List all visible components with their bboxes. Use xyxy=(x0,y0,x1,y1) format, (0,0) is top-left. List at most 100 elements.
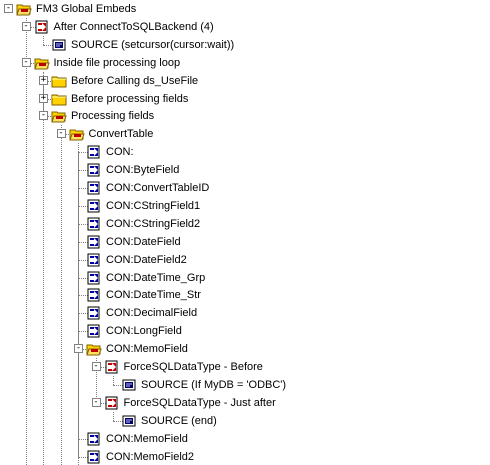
tree-node-label[interactable]: ForceSQLDataType - Just after xyxy=(123,396,276,409)
tree-branch-line xyxy=(25,26,36,28)
tree-node-label[interactable]: CON: xyxy=(106,146,134,159)
tree-node-label[interactable]: SOURCE (If MyDB = 'ODBC') xyxy=(141,378,287,391)
tree-node-label[interactable]: CON:MemoField xyxy=(106,343,188,356)
tree-node[interactable]: CON:DateTime_Str xyxy=(0,286,490,304)
tree-node-label[interactable]: CON:MemoField xyxy=(106,432,188,445)
embed-point-blue-arrow-icon xyxy=(86,162,102,178)
embed-point-blue-arrow-icon xyxy=(86,216,102,232)
tree-trunk-line xyxy=(25,27,27,465)
tree-branch-line xyxy=(78,188,88,189)
tree-trunk-line xyxy=(60,135,62,465)
tree-node[interactable]: + Before processing fields xyxy=(0,90,490,108)
tree-branch-line xyxy=(43,98,53,100)
tree-node-label[interactable]: CON:DateField xyxy=(106,235,181,248)
tree-node-label[interactable]: CON:DateTime_Str xyxy=(106,289,201,302)
tree-node-label[interactable]: CON:ConvertTableID xyxy=(106,182,210,194)
tree-node[interactable]: - CON:MemoField xyxy=(0,340,490,358)
tree-node-label[interactable]: Processing fields xyxy=(71,110,155,123)
tree-node[interactable]: CON:CStringField2 xyxy=(0,215,490,233)
folder-closed-icon xyxy=(51,91,67,107)
tree-node-label[interactable]: ConvertTable xyxy=(88,128,154,141)
tree-node[interactable]: SOURCE (end) xyxy=(0,412,490,430)
tree-branch-line xyxy=(78,277,88,279)
tree-node-label[interactable]: CON:LongField xyxy=(106,325,182,338)
tree-branch-line xyxy=(95,402,106,404)
tree-connector-line xyxy=(43,35,44,45)
embed-point-blue-arrow-icon xyxy=(86,323,102,339)
tree-branch-line xyxy=(95,367,106,368)
tree-branch-line xyxy=(43,80,53,82)
tree-node[interactable]: - Processing fields xyxy=(0,107,490,125)
tree-branch-line xyxy=(43,116,53,118)
tree-node-label[interactable]: ForceSQLDataType - Before xyxy=(123,361,263,373)
tree-branch-line xyxy=(78,331,88,333)
collapse-toggle-icon[interactable]: - xyxy=(74,343,83,354)
tree-branch-line xyxy=(78,205,88,207)
tree-node[interactable]: - ForceSQLDataType - Just after xyxy=(0,394,490,412)
tree-node-label[interactable]: CON:DateTime_Grp xyxy=(106,271,206,284)
tree-node[interactable]: CON:DecimalField xyxy=(0,304,490,322)
collapse-toggle-icon[interactable]: - xyxy=(91,361,101,371)
tree-branch-line xyxy=(113,420,123,422)
tree-node-label[interactable]: CON:CStringField1 xyxy=(106,199,201,212)
source-code-icon xyxy=(121,377,137,393)
embed-point-arrow-icon xyxy=(104,395,120,411)
tree-node-label[interactable]: SOURCE (end) xyxy=(141,414,217,427)
tree-node[interactable]: - After ConnectToSQLBackend (4) xyxy=(0,18,490,36)
collapse-toggle-icon[interactable]: - xyxy=(21,20,31,31)
expand-toggle-icon[interactable]: + xyxy=(39,74,48,85)
tree-node[interactable]: CON:MemoField xyxy=(0,430,490,448)
tree-node[interactable]: + Before Calling ds_UseFile xyxy=(0,72,490,90)
embed-point-blue-arrow-icon xyxy=(86,449,102,465)
tree-branch-line xyxy=(78,295,88,297)
tree-trunk-line xyxy=(78,153,79,465)
collapse-toggle-icon[interactable]: - xyxy=(91,396,101,407)
tree-node[interactable]: CON:CStringField1 xyxy=(0,197,490,215)
tree-node-label[interactable]: Before Calling ds_UseFile xyxy=(71,74,199,87)
tree-connector-line xyxy=(95,358,97,403)
collapse-toggle-icon[interactable]: - xyxy=(56,128,66,139)
tree-node-label[interactable]: CON:DateField2 xyxy=(106,253,187,266)
tree-branch-line xyxy=(60,134,71,136)
embed-point-arrow-icon xyxy=(34,19,50,35)
tree-node-label[interactable]: CON:DecimalField xyxy=(106,307,198,320)
embed-point-arrow-icon xyxy=(104,359,120,375)
tree-node[interactable]: - ConvertTable xyxy=(0,125,490,143)
tree-node[interactable]: CON:MemoField2 xyxy=(0,448,490,465)
tree-node[interactable]: CON:ByteField xyxy=(0,161,490,179)
tree-node[interactable]: CON: xyxy=(0,143,490,161)
tree-branch-line xyxy=(113,384,123,386)
tree-node-label[interactable]: Before processing fields xyxy=(71,92,189,105)
tree-node[interactable]: - FM3 Global Embeds xyxy=(0,0,490,18)
tree-node[interactable]: CON:DateField2 xyxy=(0,251,490,269)
tree-branch-line xyxy=(78,170,88,172)
tree-node[interactable]: CON:LongField xyxy=(0,322,490,340)
tree-node[interactable]: SOURCE (If MyDB = 'ODBC') xyxy=(0,376,490,394)
collapse-toggle-icon[interactable]: - xyxy=(21,56,31,67)
tree-node-label[interactable]: SOURCE (setcursor(cursor:wait)) xyxy=(71,38,235,51)
tree-node-label[interactable]: CON:CStringField2 xyxy=(106,217,201,230)
tree-node[interactable]: CON:DateField xyxy=(0,233,490,251)
tree-node[interactable]: CON:ConvertTableID xyxy=(0,179,490,197)
tree-node[interactable]: CON:DateTime_Grp xyxy=(0,269,490,287)
collapse-toggle-icon[interactable]: - xyxy=(4,3,13,13)
tree-node[interactable]: SOURCE (setcursor(cursor:wait)) xyxy=(0,36,490,54)
tree-connector-line xyxy=(113,411,114,421)
tree-branch-line xyxy=(78,223,88,225)
tree-node-label[interactable]: Inside file processing loop xyxy=(53,56,181,69)
expand-toggle-icon[interactable]: + xyxy=(39,92,48,103)
tree-node[interactable]: - ForceSQLDataType - Before xyxy=(0,358,490,376)
tree-node-label[interactable]: CON:ByteField xyxy=(106,164,180,177)
tree-node-label[interactable]: FM3 Global Embeds xyxy=(36,3,137,15)
embed-point-blue-arrow-icon xyxy=(86,431,102,447)
folder-open-embed-icon xyxy=(16,1,32,17)
tree-trunk-line xyxy=(43,81,44,465)
tree-branch-line xyxy=(78,313,88,315)
tree-node[interactable]: - Inside file processing loop xyxy=(0,54,490,72)
tree-node-label[interactable]: CON:MemoField2 xyxy=(106,450,195,463)
collapse-toggle-icon[interactable]: - xyxy=(39,110,48,121)
folder-closed-icon xyxy=(51,73,67,89)
tree-node-label[interactable]: After ConnectToSQLBackend (4) xyxy=(53,20,214,33)
folder-open-embed-icon xyxy=(33,55,50,71)
